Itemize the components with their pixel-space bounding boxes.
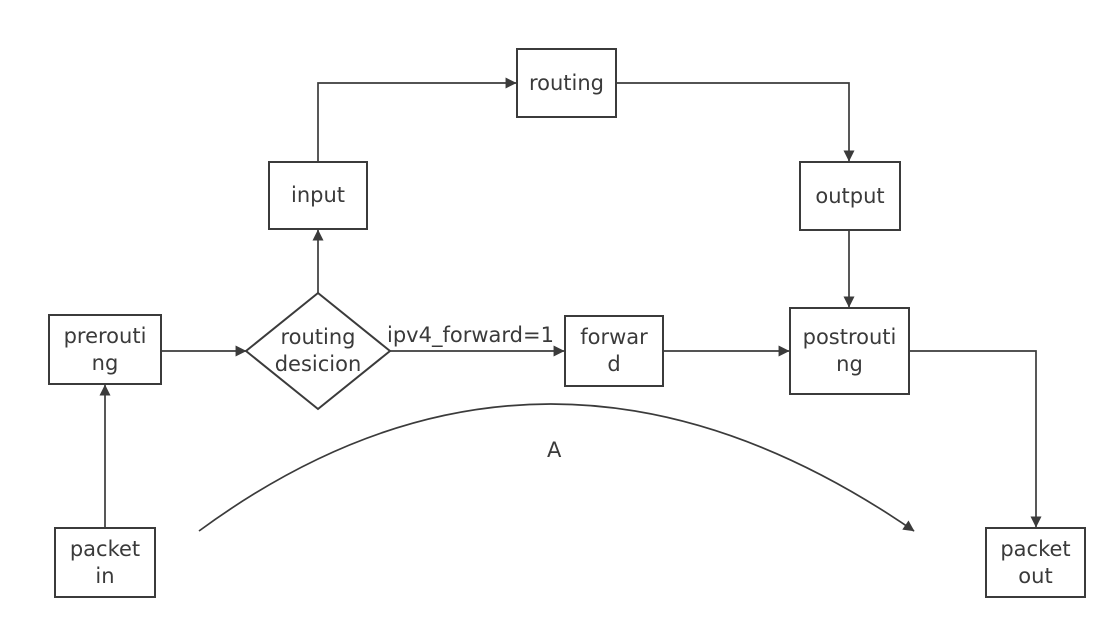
node-output: output xyxy=(799,161,901,231)
edge-label-ipv4-forward: ipv4_forward=1 xyxy=(387,323,554,347)
node-label: output xyxy=(815,183,885,208)
node-label: routing xyxy=(528,70,605,95)
edge-routing-to-output xyxy=(617,82,855,162)
edge-input-to-routing xyxy=(317,77,517,161)
edge-label-curve-a: A xyxy=(547,438,562,462)
node-routing: routing xyxy=(516,48,617,118)
routing-decision-diamond-shape xyxy=(244,291,392,411)
node-label: input xyxy=(290,183,346,207)
edge-bypass-curve xyxy=(198,403,915,532)
edge-postrouting-to-packet-out xyxy=(910,350,1042,528)
node-input: input xyxy=(268,161,368,230)
